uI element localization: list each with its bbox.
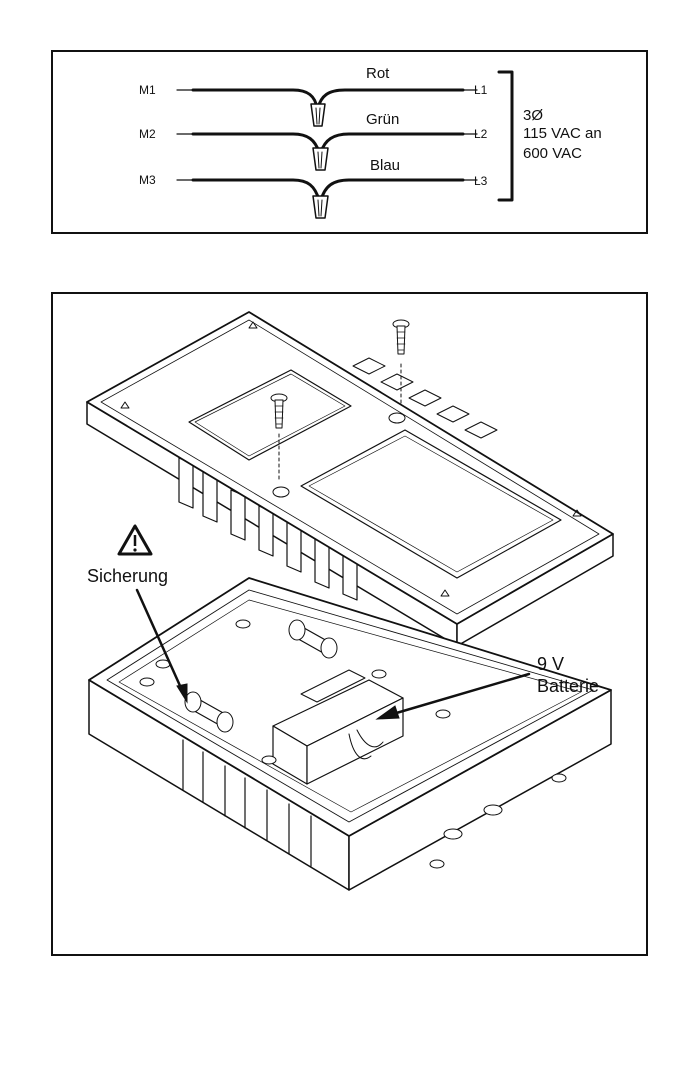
motor-label-m3: M3 [139,173,156,187]
line-label-l1: L1 [474,83,488,97]
meter-assembly-illustration: Sicherung 9 V Batterie [86,311,614,891]
motor-label-m2: M2 [139,127,156,141]
assembly-diagram-panel: Sicherung 9 V Batterie [51,292,648,956]
motor-label-m1: M1 [139,83,156,97]
wiring-diagram-panel: M1 M2 M3 L1 L2 L3 Rot Grün Blau 3Ø 115 V… [51,50,648,234]
supply-bracket [497,70,514,202]
voltage-range-line2: 600 VAC [523,145,582,162]
wire-color-red: Rot [366,65,390,82]
warning-triangle-icon [117,524,153,556]
meter-lid [86,311,614,647]
voltage-range-line1: 115 VAC an [523,125,602,142]
battery-label-voltage: 9 V [537,654,564,674]
battery-pointer-arrow [391,672,531,716]
meter-base-case [88,577,612,891]
screw-icon [270,393,288,483]
line-label-l2: L2 [474,127,488,141]
wire-m2-l2 [176,132,478,171]
wiring-diagram: M1 M2 M3 L1 L2 L3 Rot Grün Blau 3Ø 115 V… [139,65,602,219]
wire-m3-l3 [176,178,478,219]
fuse-label: Sicherung [87,566,168,586]
battery-label-name: Batterie [537,676,599,696]
screw-icon [392,319,410,407]
line-label-l3: L3 [474,174,488,188]
wire-color-green: Grün [366,111,399,128]
phase-label: 3Ø [523,107,543,124]
fuse-pointer-arrow [135,588,183,690]
wire-m1-l1 [176,88,478,127]
wire-color-blue: Blau [370,157,400,174]
